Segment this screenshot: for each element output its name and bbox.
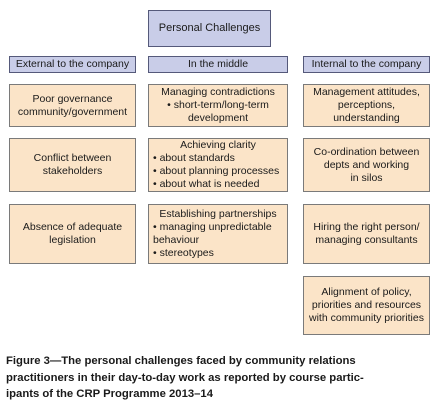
column-header-middle: In the middle — [148, 56, 288, 73]
caption-line: ipants of the CRP Programme 2013–14 — [6, 388, 213, 400]
item-line: in silos — [350, 171, 383, 184]
internal-item-hiring: Hiring the right person/ managing consul… — [303, 204, 430, 264]
item-line: understanding — [333, 112, 400, 124]
caption-line: practitioners in their day-to-day work a… — [6, 371, 364, 384]
item-line: depts and working — [323, 158, 410, 171]
column-header-internal-text: Internal to the company — [311, 58, 422, 70]
item-line: Conflict between — [33, 152, 112, 164]
item-line: legislation — [49, 234, 96, 246]
item-line: • about standards — [153, 152, 235, 164]
item-line: Alignment of policy, — [321, 286, 412, 298]
item-line: • short-term/long-term — [167, 99, 269, 111]
diagram-title: Personal Challenges — [148, 10, 271, 47]
internal-item-coordination: Co-ordination between depts and working … — [303, 138, 430, 192]
item-line: Co-ordination between — [313, 145, 420, 158]
middle-item-partnerships: Establishing partnerships • managing unp… — [148, 204, 288, 264]
column-header-external-text: External to the company — [15, 58, 130, 70]
middle-item-clarity: Achieving clarity • about standards • ab… — [148, 138, 288, 192]
item-line: Managing contradictions — [161, 86, 275, 98]
item-line: • stereotypes — [153, 247, 214, 259]
external-item-legislation: Absence of adequate legislation — [9, 204, 136, 264]
internal-item-alignment: Alignment of policy, priorities and reso… — [303, 276, 430, 335]
item-line: development — [187, 112, 249, 124]
column-header-middle-text: In the middle — [187, 58, 249, 70]
item-line: priorities and resources — [311, 299, 422, 311]
caption-line: Figure 3—The personal challenges faced b… — [6, 355, 356, 367]
item-line: Absence of adequate — [22, 221, 123, 233]
item-line: • about planning processes — [153, 165, 280, 177]
item-line: Hiring the right person/ — [313, 221, 420, 233]
internal-item-management-attitudes: Management attitudes, perceptions, under… — [303, 84, 430, 127]
external-item-governance: Poor governance community/government — [9, 84, 136, 127]
diagram-title-text: Personal Challenges — [158, 22, 261, 34]
item-line: • managing unpredictable — [153, 221, 272, 233]
item-line: • about what is needed — [153, 178, 260, 190]
column-header-internal: Internal to the company — [303, 56, 430, 73]
item-line: stakeholders — [42, 165, 103, 177]
external-item-stakeholder-conflict: Conflict between stakeholders — [9, 138, 136, 192]
column-header-external: External to the company — [9, 56, 136, 73]
middle-item-contradictions: Managing contradictions • short-term/lon… — [148, 84, 288, 127]
item-line: Establishing partnerships — [159, 208, 277, 220]
item-line: with community priorities — [309, 312, 424, 324]
item-line: behaviour — [153, 234, 200, 246]
item-line: perceptions, — [337, 99, 396, 111]
item-line: Achieving clarity — [180, 139, 256, 151]
item-line: community/government — [17, 105, 128, 118]
item-line: Poor governance — [32, 92, 113, 105]
figure-caption: Figure 3—The personal challenges faced b… — [6, 353, 438, 403]
item-line: Management attitudes, — [313, 86, 420, 98]
item-line: managing consultants — [315, 234, 418, 246]
